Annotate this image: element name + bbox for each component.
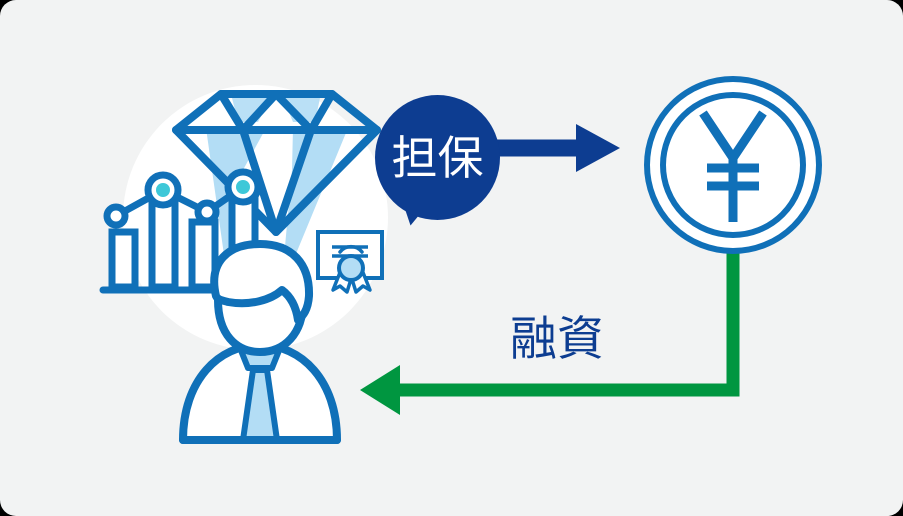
bar-line-chart-icon <box>99 168 262 294</box>
collateral-label: 担保 <box>391 130 484 185</box>
yen-coin-icon <box>644 76 822 254</box>
certificate-icon <box>316 230 384 294</box>
collateral-speech-bubble[interactable]: 担保 <box>375 95 500 220</box>
financing-arrow <box>360 250 740 415</box>
financing-label: 融資 <box>510 312 604 367</box>
businessperson-icon <box>179 240 341 444</box>
